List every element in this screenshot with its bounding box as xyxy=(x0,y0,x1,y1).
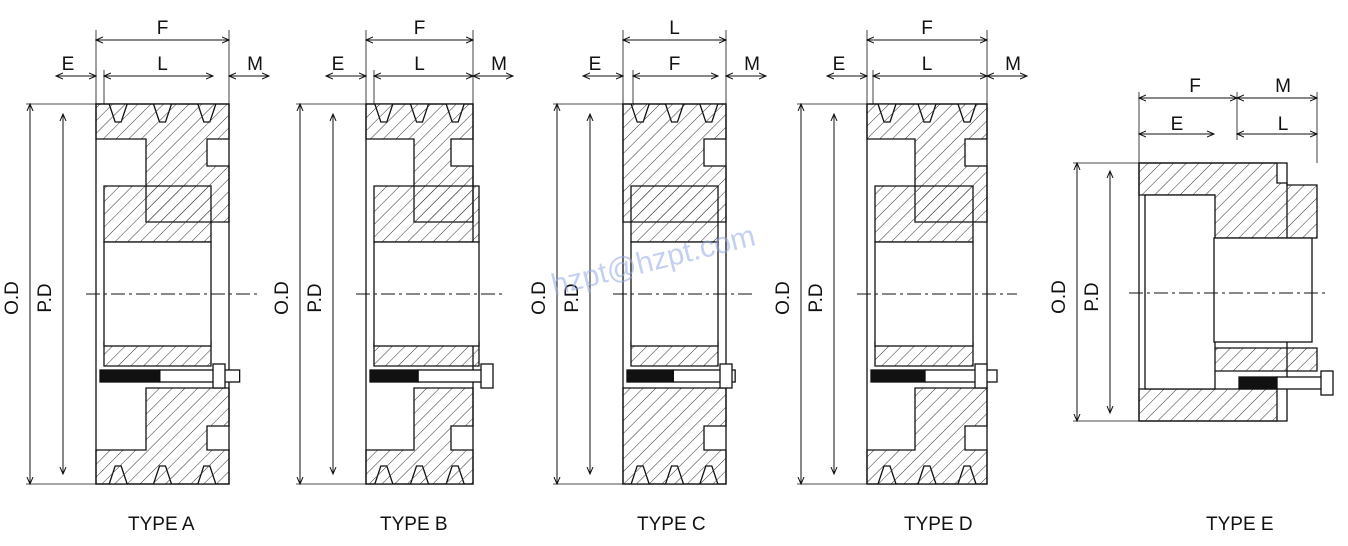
bolt-head xyxy=(212,363,226,389)
e-label: E xyxy=(62,54,75,75)
pulley-c: O.D P.D LF E M xyxy=(529,18,766,484)
bolt-shank xyxy=(159,369,241,383)
pd-label: P.D xyxy=(305,283,326,312)
m-label: M xyxy=(247,54,263,75)
e-label: E xyxy=(589,54,602,75)
set-screw xyxy=(99,369,161,383)
pulley-d: O.D P.D FL E M xyxy=(773,18,1027,484)
pd-label: P.D xyxy=(35,283,56,312)
set-screw xyxy=(1238,376,1278,390)
dim-top-label: F xyxy=(414,18,426,39)
pulley-e: O.D P.D F M E L xyxy=(1049,76,1334,421)
e-label: E xyxy=(833,54,846,75)
caption-type-b: TYPE B xyxy=(380,514,448,535)
caption-type-c: TYPE C xyxy=(637,514,706,535)
pd-label: P.D xyxy=(1082,282,1103,311)
od-label: O.D xyxy=(1049,280,1070,314)
od-label: O.D xyxy=(529,281,550,315)
set-screw xyxy=(626,369,674,383)
pd-label: P.D xyxy=(562,283,583,312)
bolt-head xyxy=(974,363,988,389)
od-label: O.D xyxy=(272,281,293,315)
set-screw xyxy=(369,369,419,383)
dim-mid-label: F xyxy=(669,54,681,75)
dim-mid-label: L xyxy=(157,54,168,75)
caption-type-e: TYPE E xyxy=(1206,514,1274,535)
bolt-shank xyxy=(417,369,483,383)
od-label: O.D xyxy=(773,281,794,315)
bore xyxy=(1144,194,1216,390)
dim-mid-label: L xyxy=(414,54,425,75)
dim-top-label: F xyxy=(921,18,933,39)
f-label: F xyxy=(1189,76,1201,97)
e-label: E xyxy=(332,54,345,75)
m-label: M xyxy=(1275,76,1291,97)
dim-top-label: F xyxy=(157,18,169,39)
e-label: E xyxy=(1171,114,1184,135)
pulley-b: O.D P.D FL E M xyxy=(272,18,513,484)
m-label: M xyxy=(1005,54,1021,75)
hub-bore xyxy=(1213,237,1313,343)
m-label: M xyxy=(744,54,760,75)
dim-top-label: L xyxy=(669,18,680,39)
caption-type-a: TYPE A xyxy=(128,514,195,535)
set-screw xyxy=(870,369,926,383)
pd-label: P.D xyxy=(806,283,827,312)
bolt-shank xyxy=(1276,376,1323,390)
caption-type-d: TYPE D xyxy=(904,514,973,535)
m-label: M xyxy=(491,54,507,75)
dim-mid-label: L xyxy=(922,54,933,75)
bolt-head xyxy=(480,363,494,389)
bolt-head xyxy=(719,363,733,389)
l-label: L xyxy=(1278,114,1289,135)
pulley-a: O.D P.D FL E M xyxy=(2,18,269,484)
od-label: O.D xyxy=(2,281,23,315)
bolt-head xyxy=(1320,370,1334,396)
